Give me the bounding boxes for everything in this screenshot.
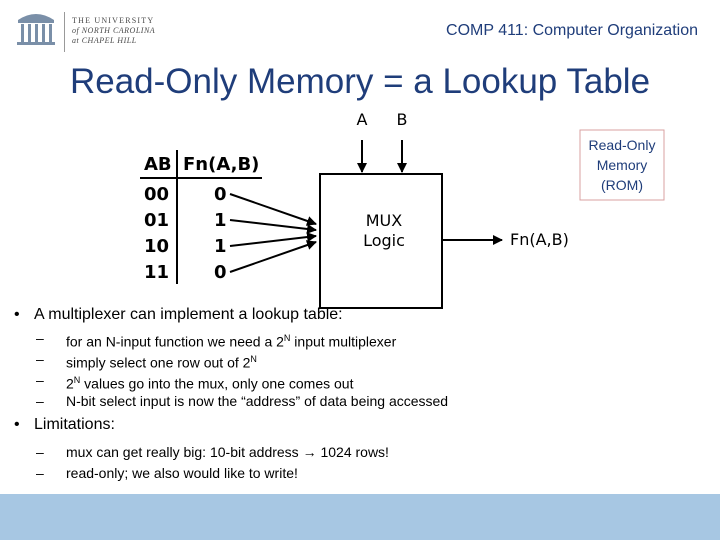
logo-line-1: THE UNIVERSITY (72, 16, 155, 25)
logo-line-2: of NORTH CAROLINA (72, 26, 156, 35)
bullet-dot-icon: • (14, 416, 20, 433)
input-a-label: A (357, 110, 368, 129)
logo-divider (64, 12, 65, 52)
sub-item: –simply select one row out of 2N (36, 351, 257, 371)
output-label: Fn(A,B) (510, 230, 569, 249)
logo-text: THE UNIVERSITY of NORTH CAROLINA at CHAP… (72, 16, 155, 46)
sub-item: –2N values go into the mux, only one com… (36, 372, 354, 392)
sub-item: –for an N-input function we need a 2N in… (36, 330, 397, 350)
sub-list-limitations: –mux can get really big: 10-bit address … (14, 442, 694, 484)
mux-label: MUX (366, 211, 403, 230)
data-arrow-0 (229, 193, 317, 226)
row-1-fn: 1 (214, 210, 227, 231)
row-2-ab: 10 (144, 236, 169, 257)
row-1-ab: 01 (144, 210, 169, 231)
mux-box (319, 173, 443, 309)
input-b-label: B (397, 110, 408, 129)
bullet-text: Limitations: (34, 416, 115, 433)
logic-label: Logic (363, 231, 405, 250)
footer-bar (0, 494, 720, 540)
rom-label-line-1: Read-Only (588, 137, 656, 153)
sub-item: –N-bit select input is now the “address”… (36, 393, 449, 409)
rom-label-line-3: (ROM) (601, 177, 643, 193)
slide-title: Read-Only Memory = a Lookup Table (69, 62, 651, 101)
unc-logo: THE UNIVERSITY of NORTH CAROLINA at CHAP… (14, 8, 184, 54)
row-3-ab: 11 (144, 262, 169, 283)
row-0-fn: 0 (214, 184, 227, 205)
course-title: COMP 411: Computer Organization (446, 22, 698, 39)
data-arrow-2 (229, 232, 317, 247)
row-3-fn: 0 (214, 262, 227, 283)
bullet-limitations: • Limitations: (14, 416, 694, 440)
row-0-ab: 00 (144, 184, 169, 205)
data-arrow-3 (229, 240, 317, 273)
bullet-multiplexer: • A multiplexer can implement a lookup t… (14, 306, 694, 330)
bullet-list: • A multiplexer can implement a lookup t… (14, 306, 694, 484)
logo-line-3: at CHAPEL HILL (72, 36, 137, 45)
sub-item: –mux can get really big: 10-bit address … (36, 444, 389, 460)
rom-label: Read-Only Memory (ROM) (582, 135, 662, 195)
data-arrow-1 (229, 219, 317, 234)
table-header-ab: AB (144, 154, 172, 175)
bullet-text: A multiplexer can implement a lookup tab… (34, 306, 343, 323)
rom-label-line-2: Memory (596, 157, 648, 173)
table-header-fn: Fn(A,B) (183, 154, 259, 175)
sub-list-multiplexer: –for an N-input function we need a 2N in… (14, 328, 694, 412)
old-well-icon (17, 14, 55, 45)
rom-label-box (579, 129, 665, 201)
sub-item: –read-only; we also would like to write! (36, 465, 298, 481)
row-2-fn: 1 (214, 236, 227, 257)
bullet-dot-icon: • (14, 306, 20, 323)
